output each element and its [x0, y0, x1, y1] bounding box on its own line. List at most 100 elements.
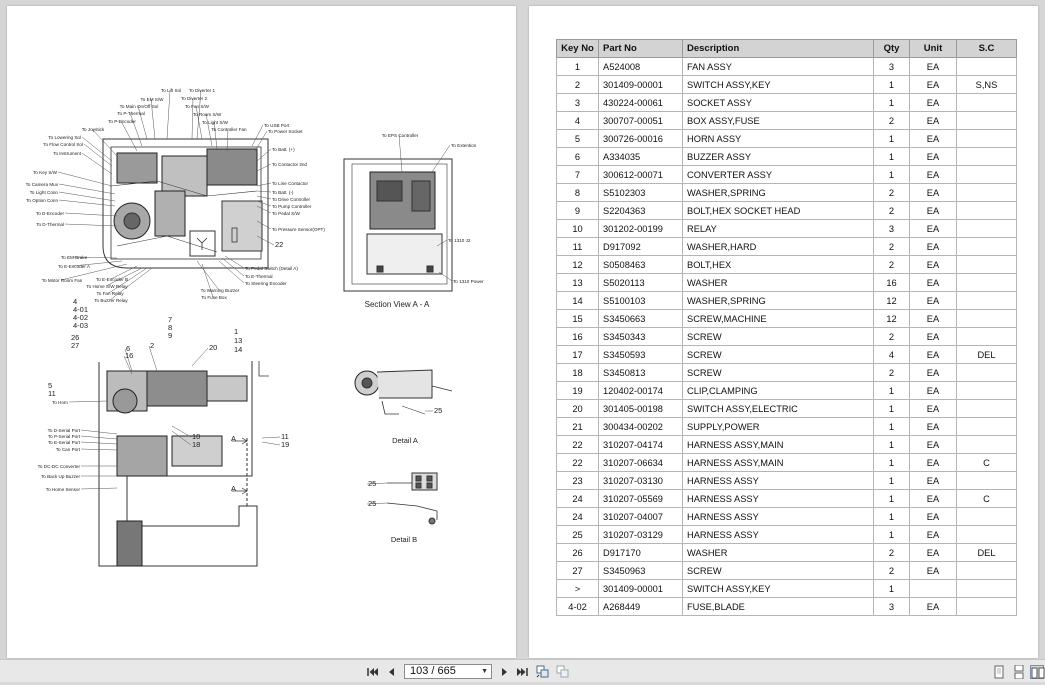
facing-pages-view-button[interactable] [1030, 665, 1045, 679]
page-dropdown-icon[interactable]: ▼ [481, 668, 488, 675]
qty-cell: 2 [873, 183, 910, 202]
connector-label: To Home S/W Relay [86, 284, 128, 289]
single-page-view-button[interactable] [992, 665, 1006, 679]
part-no-cell: S3450663 [598, 309, 683, 328]
first-page-button[interactable] [366, 665, 380, 679]
qty-cell: 1 [873, 579, 910, 598]
connector-label: To Joystick [82, 127, 105, 132]
section-view-title: Section View A - A [365, 300, 430, 309]
connector-label: To Buzzer Relay [94, 298, 128, 303]
lower-connector-label: To D-Serial Port [48, 428, 81, 433]
section-connector-label: To 1310 J2 [448, 238, 471, 243]
sc-cell [956, 561, 1017, 580]
qty-cell: 2 [873, 237, 910, 256]
description-cell: BUZZER ASSY [682, 147, 874, 166]
previous-page-button[interactable] [385, 665, 399, 679]
connector-label: To Instrument [53, 151, 82, 156]
next-page-button[interactable] [497, 665, 511, 679]
part-no-cell: 300612-00071 [598, 165, 683, 184]
callout-number: 20 [209, 343, 217, 352]
connector-label: To Pump Controller [272, 204, 312, 209]
description-cell: FUSE,BLADE [682, 597, 874, 616]
leader-line [64, 223, 118, 227]
key-no-cell: 24 [556, 489, 599, 508]
connector-label: To D-Encoder [36, 211, 65, 216]
unit-cell: EA [909, 435, 957, 454]
leader-line [105, 267, 143, 287]
key-no-cell: 26 [556, 543, 599, 562]
leader-line [80, 435, 118, 440]
unit-cell: EA [909, 345, 957, 364]
col-key-no: Key No [556, 39, 599, 58]
leader-line [256, 163, 272, 172]
detail-b-drawing [386, 472, 438, 525]
leader-line [195, 105, 203, 140]
page-number-input[interactable]: 103 / 665 ▼ [404, 664, 492, 679]
description-cell: CLIP,CLAMPING [682, 381, 874, 400]
qty-cell: 1 [873, 129, 910, 148]
key-no-cell: 18 [556, 363, 599, 382]
callout-number: 5 [48, 381, 52, 390]
qty-cell: 2 [873, 255, 910, 274]
connector-label: To Camera Mux [26, 182, 59, 187]
callout-number: 9 [168, 331, 172, 340]
callout-number: 4-02 [73, 313, 88, 322]
connector-label: To Light Conn [30, 190, 59, 195]
part-no-cell: 310207-05569 [598, 489, 683, 508]
key-no-cell: 19 [556, 381, 599, 400]
continuous-view-button[interactable] [1012, 664, 1026, 680]
sc-cell [956, 183, 1017, 202]
connector-label: To Option Conn [26, 198, 58, 203]
connector-label: To Fan Relay [96, 291, 124, 296]
unit-cell: EA [909, 291, 957, 310]
last-page-button[interactable] [515, 665, 529, 679]
section-connector-label: To Extention [451, 143, 477, 148]
last-page-icon [517, 668, 528, 676]
callout-number: 4-03 [73, 321, 88, 330]
go-forward-view-button[interactable] [556, 665, 570, 679]
part-no-cell: S0508463 [598, 255, 683, 274]
leader-line [224, 255, 245, 269]
description-cell: SWITCH ASSY,KEY [682, 75, 874, 94]
connector-label: To E-Thermal [245, 274, 273, 279]
controller-top-view [102, 138, 269, 269]
qty-cell: 4 [873, 345, 910, 364]
section-connector-label: To EPS Controller [382, 133, 419, 138]
sc-cell [956, 291, 1017, 310]
forward-view-icon [556, 665, 569, 678]
go-back-view-button[interactable] [536, 665, 550, 679]
description-cell: SCREW [682, 327, 874, 346]
leader-line [80, 429, 118, 435]
sc-cell [956, 111, 1017, 130]
connector-label: To EM S/W [141, 97, 165, 102]
connector-label: To USB Port [264, 123, 290, 128]
part-no-cell: 301409-00001 [598, 75, 683, 94]
description-cell: BOX ASSY,FUSE [682, 111, 874, 130]
connector-label: To EM Brake [61, 255, 88, 260]
description-cell: RELAY [682, 219, 874, 238]
description-cell: SCREW [682, 363, 874, 382]
description-cell: HARNESS ASSY [682, 525, 874, 544]
leader-line [256, 220, 272, 230]
key-no-cell: 10 [556, 219, 599, 238]
part-no-cell: 301405-00198 [598, 399, 683, 418]
unit-cell: EA [909, 507, 957, 526]
unit-cell: EA [909, 363, 957, 382]
leader-line [80, 487, 118, 490]
leader-line [60, 263, 128, 281]
sc-cell [956, 327, 1017, 346]
description-cell: SUPPLY,POWER [682, 417, 874, 436]
unit-cell: EA [909, 417, 957, 436]
unit-cell: EA [909, 201, 957, 220]
leader-line [81, 152, 113, 175]
unit-cell: EA [909, 183, 957, 202]
leader-line [196, 89, 202, 140]
key-no-cell: 3 [556, 93, 599, 112]
